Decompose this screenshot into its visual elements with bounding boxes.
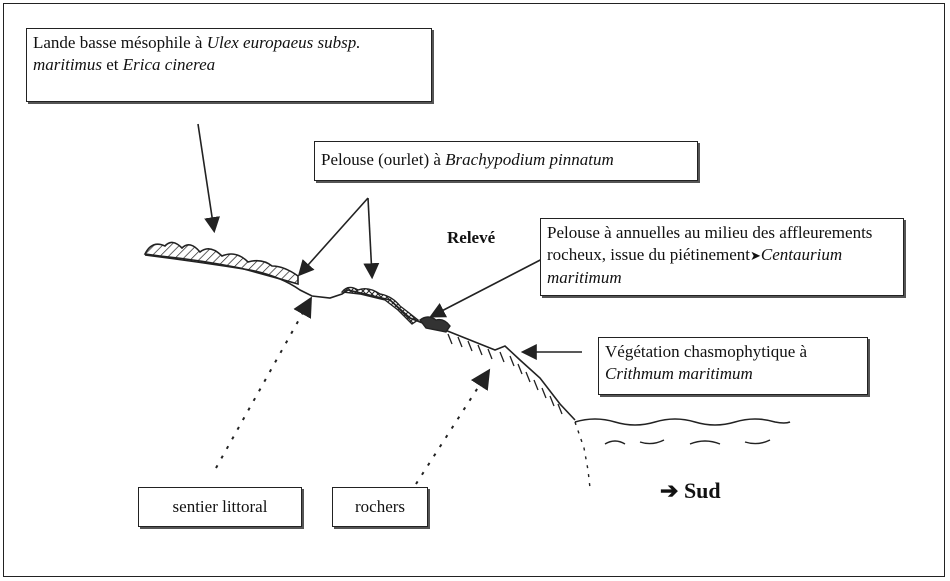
chasmo-species: Crithmum maritimum: [605, 364, 753, 383]
sea-surface: [574, 418, 791, 426]
sea-dashes: [604, 439, 771, 445]
label-rochers: rochers: [332, 487, 428, 527]
label-pelouse-annuelles: Pelouse à annuelles au milieu des affleu…: [540, 218, 904, 296]
label-chasmophytique: Végétation chasmophytique à Crithmum mar…: [598, 337, 868, 395]
lande-text: Lande basse mésophile à: [33, 33, 207, 52]
chasmo-text: Végétation chasmophytique à: [605, 342, 808, 361]
rock-hatching: [447, 333, 563, 415]
label-lande: Lande basse mésophile à Ulex europaeus s…: [26, 28, 432, 102]
ourlet-text: Pelouse (ourlet) à: [321, 150, 446, 169]
arrow-lande: [197, 123, 220, 234]
ourlet-species: Brachypodium pinnatum: [445, 150, 614, 169]
arrow-ourlet-left: [297, 197, 369, 277]
arrow-right-icon: ➔: [660, 478, 679, 503]
direction-south: ➔ Sud: [660, 478, 721, 504]
lande-mid: et: [101, 55, 123, 74]
annuelles-species: Centaurium maritimum: [547, 245, 843, 287]
label-sentier: sentier littoral: [138, 487, 302, 527]
annuelles-text: Pelouse à annuelles au milieu des affleu…: [547, 223, 873, 264]
releve-patch: [419, 316, 451, 333]
annuelles-arrow-glyph: ➤: [750, 248, 761, 263]
lande-species-2: Erica cinerea: [122, 55, 216, 74]
leader-rochers: [415, 368, 491, 485]
releve-label: Relevé: [447, 228, 496, 247]
south-label: Sud: [683, 478, 721, 503]
terrain-profile: [144, 254, 576, 421]
arrow-releve: [429, 255, 549, 318]
underwater-slope: [574, 421, 591, 489]
label-pelouse-ourlet: Pelouse (ourlet) à Brachypodium pinnatum: [314, 141, 698, 181]
leader-sentier: [215, 296, 312, 469]
lande-species-1: Ulex europaeus subsp. maritimus: [33, 33, 361, 74]
arrow-ourlet-right: [363, 197, 380, 280]
brachypodium-fringe: [340, 286, 420, 325]
heath-vegetation: [143, 241, 299, 286]
